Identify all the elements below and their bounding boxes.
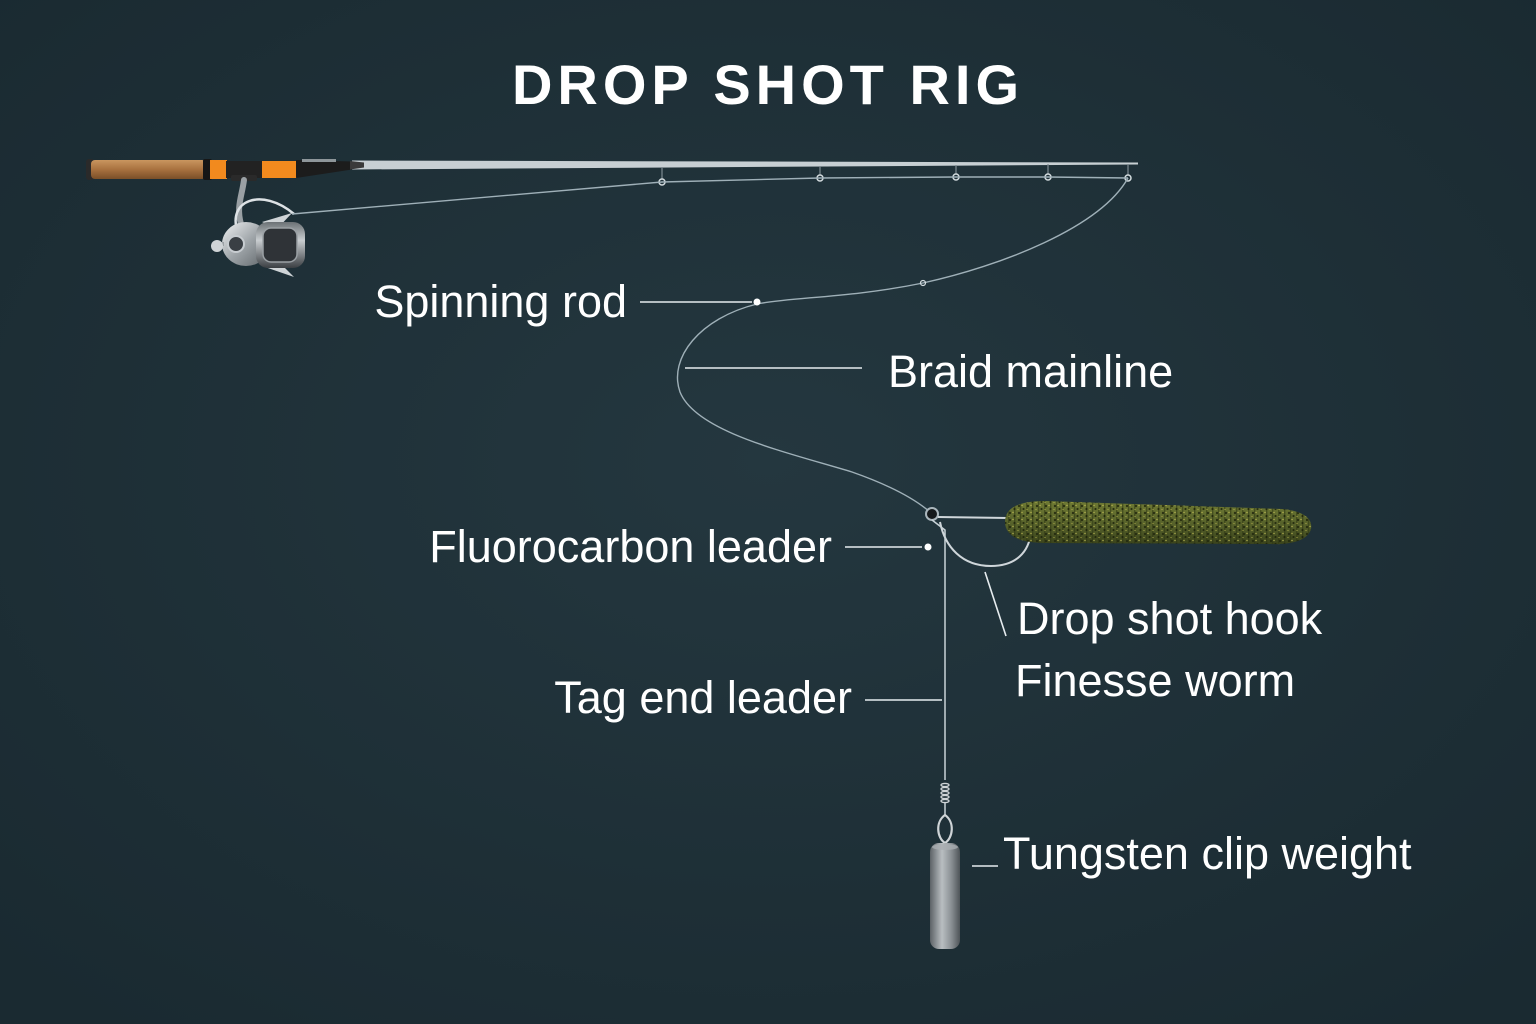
swivel-coil [940,794,950,800]
line-knot [919,279,927,287]
reel-seat-body [226,161,263,178]
hook-keeper-cone [350,161,364,170]
drop-shot-hook [925,507,1032,568]
component-labels: Spinning rod Braid mainline Fluorocarbon… [374,276,1412,879]
label-drop-shot-hook: Drop shot hook [1017,593,1323,644]
tungsten-clip-weight [930,843,960,949]
weight-top [932,844,958,850]
line-through-guides [291,176,1129,215]
cork-handle [91,160,206,179]
reel-seat-end [203,159,212,180]
rod-blank [352,160,1138,170]
reel-handle-knob [211,240,223,252]
swivel-coil [940,798,950,804]
braid-mainline [676,177,1129,513]
diagram-title: DROP SHOT RIG [512,53,1024,116]
spinning-reel [211,175,305,277]
label-fluorocarbon-leader: Fluorocarbon leader [429,521,832,572]
reel-stem [236,177,247,227]
reel-seat-orange-band-1 [210,160,227,179]
swivel-coil [940,790,950,796]
fore-grip-trim [302,159,336,162]
label-leader-lines [640,298,1007,867]
label-tag-end-leader: Tag end leader [554,672,852,723]
finesse-worm [1005,501,1312,545]
label-spinning-rod: Spinning rod [374,276,627,327]
swivel-coil [940,782,950,788]
tag-end-leader-line [931,519,946,780]
reel-bail-arm [234,198,295,234]
drop-shot-hook-leader-line [984,571,1007,637]
label-tungsten-clip-weight: Tungsten clip weight [1003,828,1412,879]
fluorocarbon-leader-leader-dot [924,543,932,551]
hook-eye [925,507,939,521]
reel-spool-line [262,227,298,263]
label-finesse-worm: Finesse worm [1015,655,1295,706]
spinning-rod-leader-dot [753,298,761,306]
fore-grip [296,160,352,178]
spinning-rod [86,159,1138,186]
label-braid-mainline: Braid mainline [888,346,1173,397]
reel-rotor-cap [227,235,245,253]
reel-seat-orange-band-2 [262,161,297,178]
swivel-coil [940,786,950,792]
weight-body [930,843,960,949]
hook-bend [939,521,1032,568]
hook-point [937,516,1009,519]
